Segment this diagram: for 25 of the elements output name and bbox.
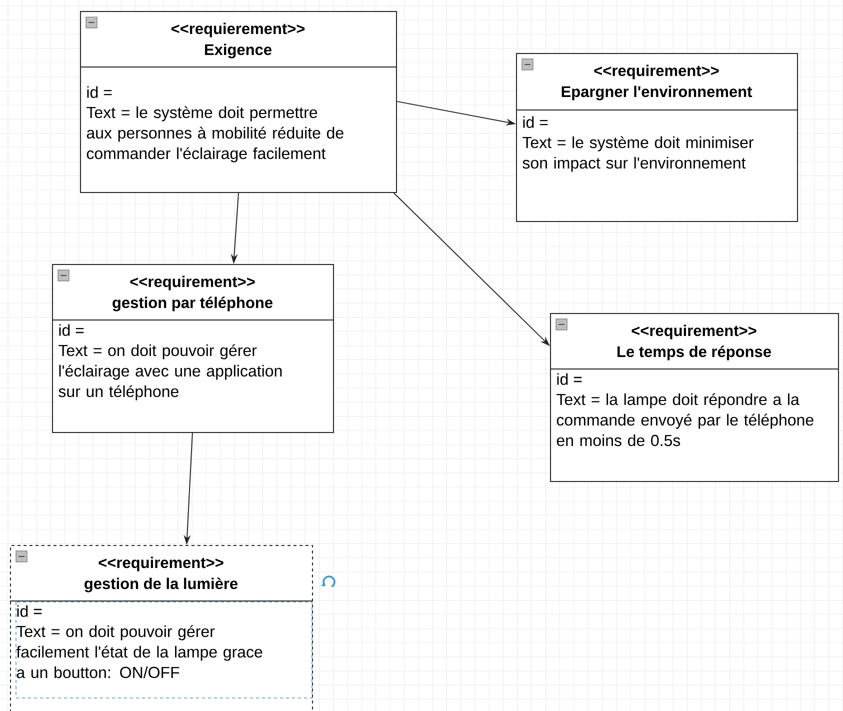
- requirement-name: gestion de la lumière: [84, 578, 238, 592]
- id-field: id =: [557, 373, 582, 385]
- stereotype-label: <<requierement>>: [171, 22, 305, 38]
- text-field: Text = le système doit minimiser son impact sur l'environnement: [522, 136, 754, 172]
- requirement-name: Exigence: [205, 44, 272, 58]
- text-field: Text = la lampe doit répondre a la commande envoyé par le téléphone en moins de 0.5s: [556, 393, 814, 446]
- requirement-box: [52, 264, 334, 433]
- stereotype-label: <<requirement>>: [594, 64, 719, 80]
- id-field: id =: [523, 116, 548, 128]
- text-field: Text = on doit pouvoir gérer facilement l'état de la lampe grace a un boutton: ON/OFF: [16, 625, 262, 678]
- stereotype-label: <<requirement>>: [98, 556, 224, 572]
- stereotype-label: <<requirement>>: [632, 324, 756, 340]
- requirement-name: gestion par téléphone: [112, 296, 272, 312]
- text-field: Text = le système doit permettre aux personnes à mobilité réduite de commander l'éclairage facilement: [86, 106, 344, 162]
- id-field: id =: [17, 605, 42, 617]
- requirement-box: [516, 53, 798, 222]
- id-field: id =: [87, 86, 112, 98]
- stereotype-label: <<requirement>>: [130, 276, 255, 290]
- requirement-box: [10, 544, 313, 711]
- requirement-name: Epargner l'environnement: [562, 86, 752, 100]
- text-field: Text = on doit pouvoir gérer l'éclairage avec une application sur un téléphone: [58, 344, 282, 400]
- requirement-box: [80, 11, 397, 193]
- requirement-name: Le temps de réponse: [618, 346, 771, 360]
- id-field: id =: [59, 324, 84, 336]
- requirement-box: [550, 312, 839, 482]
